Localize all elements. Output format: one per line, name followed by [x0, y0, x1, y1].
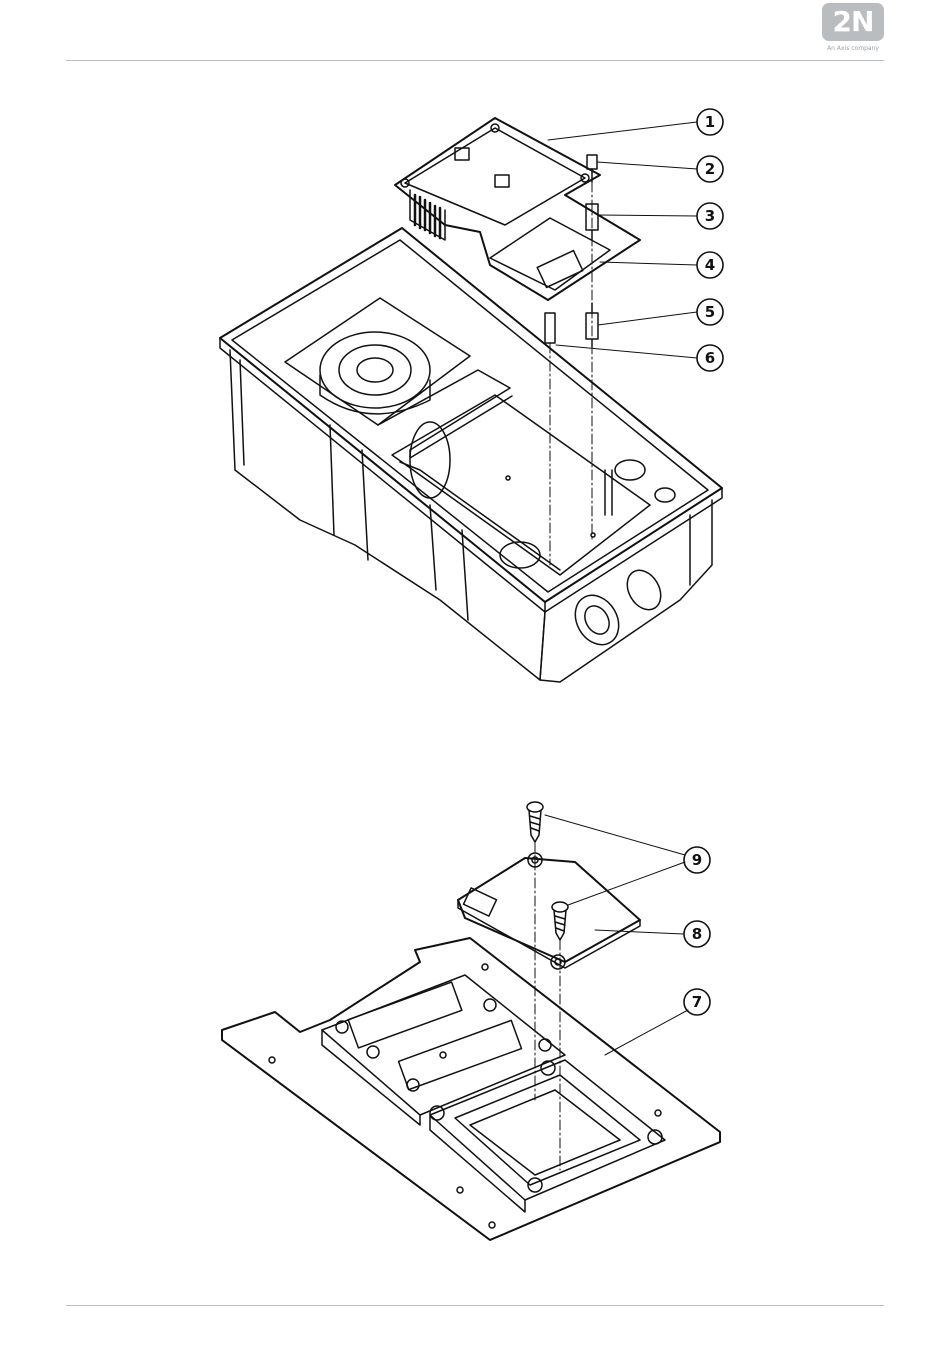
callout-9-label: 9 [692, 851, 702, 869]
callout-5-label: 5 [705, 303, 715, 321]
module-8 [458, 853, 640, 969]
back-plate [222, 938, 720, 1240]
screw-9-b [552, 902, 568, 940]
callout-1-label: 1 [705, 113, 715, 131]
flush-box [220, 228, 722, 682]
callout-3-label: 3 [705, 207, 715, 225]
screw-9-a [527, 802, 543, 842]
callout-4-label: 4 [705, 256, 715, 274]
spacer-6 [545, 313, 555, 343]
figure-2-backplate-drawing: 9 8 7 [222, 802, 720, 1240]
callout-2-label: 2 [705, 160, 715, 178]
callout-7-label: 7 [692, 993, 702, 1011]
module-board [395, 118, 640, 300]
callout-8-label: 8 [692, 925, 702, 943]
callout-6-label: 6 [705, 349, 715, 367]
